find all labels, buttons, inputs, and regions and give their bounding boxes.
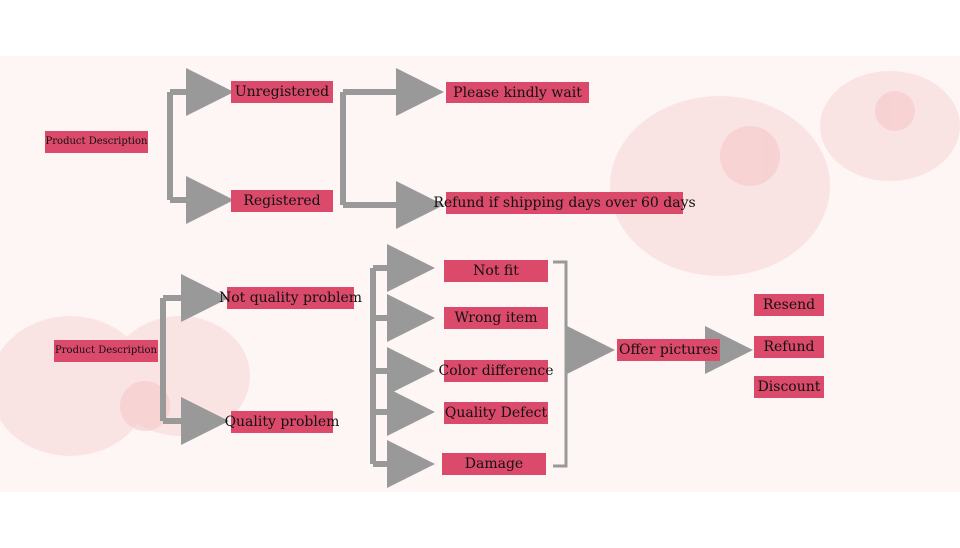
offer-pictures-box: Offer pictures [617,339,720,361]
please-kindly-wait-box: Please kindly wait [446,82,589,103]
outcome-box: Resend [754,294,824,316]
issue-box: Wrong item [444,307,548,329]
refund-shipping-box: Refund if shipping days over 60 days [433,192,696,214]
outcome-box: Refund [754,336,824,358]
issue-box: Not fit [444,260,548,282]
unregistered-box: Unregistered [231,81,333,103]
issue-box: Damage [442,453,546,475]
top-root-box: Product Description [45,131,148,153]
issues-bracket [553,260,568,468]
quality-problem-box: Quality problem [225,411,339,433]
not-quality-problem-box: Not quality problem [219,287,362,309]
issue-box: Color difference [439,360,554,382]
outcome-box: Discount [754,376,824,398]
flower-decoration [0,71,960,456]
bottom-root-box: Product Description [54,340,158,362]
issue-box: Quality Defect [444,402,548,424]
registered-box: Registered [231,190,333,212]
